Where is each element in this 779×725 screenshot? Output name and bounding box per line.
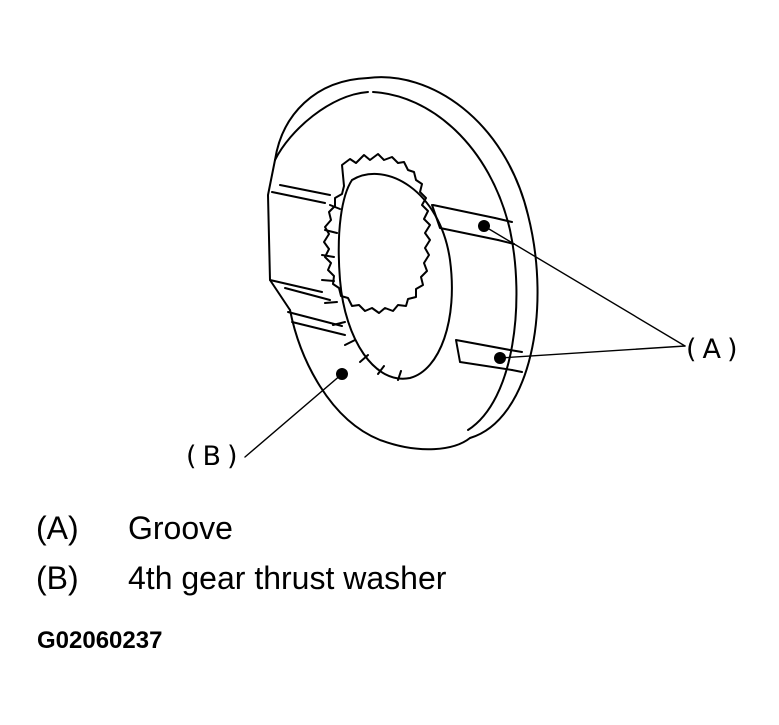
leader-line-b [244, 373, 343, 458]
groove-marker-upper [478, 220, 490, 232]
legend-item-a: (A) Groove [36, 512, 446, 562]
legend-label-b: 4th gear thrust washer [128, 560, 447, 596]
legend-label-a: Groove [128, 510, 233, 546]
legend-key-a: (A) [36, 510, 79, 546]
figure-id: G02060237 [37, 627, 163, 654]
leader-line-a-upper [483, 225, 686, 347]
groove-marker-lower [494, 352, 506, 364]
groove-lower-right [455, 339, 513, 371]
washer-rim [367, 76, 539, 439]
thrust-washer-illustration [244, 76, 686, 458]
leader-line-a-lower [499, 345, 686, 359]
washer-marker [336, 368, 348, 380]
callout-b-label: (B) [186, 441, 244, 472]
groove-upper-left [269, 184, 331, 301]
legend-item-b: (B) 4th gear thrust washer [36, 562, 446, 612]
spline-bore [323, 153, 431, 314]
callout-a-label: (A) [686, 334, 744, 365]
washer-rim-inner-edge [372, 91, 518, 431]
legend-key-b: (B) [36, 560, 79, 596]
legend: (A) Groove (B) 4th gear thrust washer [36, 512, 446, 612]
washer-left-flat [267, 159, 291, 311]
washer-outer-edge [274, 77, 471, 451]
